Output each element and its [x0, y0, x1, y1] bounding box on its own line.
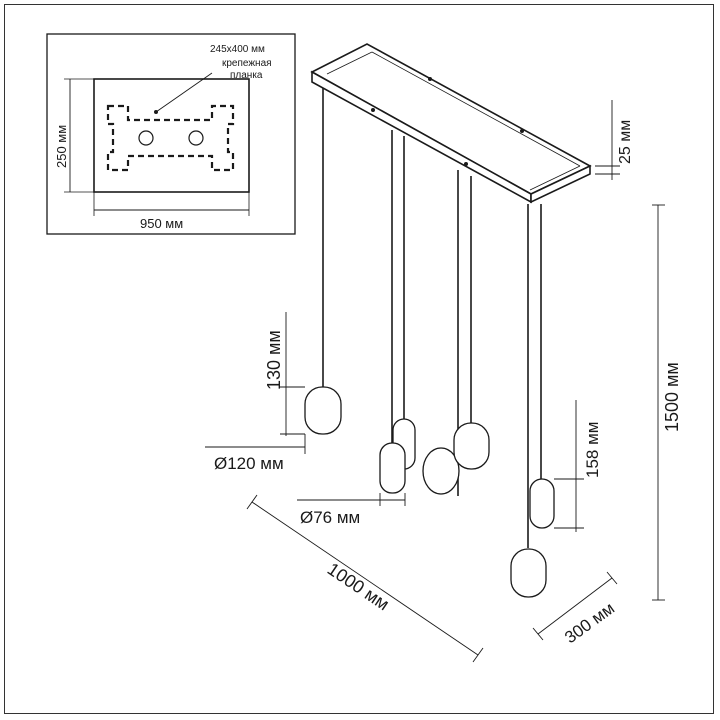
canopy-screw	[464, 162, 468, 166]
depth-label: 300 мм	[561, 599, 618, 648]
large-shade-diameter-label: Ø120 мм	[214, 454, 284, 473]
large-shade-height-dimension	[280, 312, 305, 436]
small-shade-diameter-dimension	[297, 493, 406, 506]
bracket-size-label: 245х400 мм	[210, 44, 265, 55]
canopy-height-dimension	[595, 100, 620, 180]
canopy-height-label: 25 мм	[617, 120, 634, 164]
mounting-bracket-outline	[106, 104, 235, 172]
mounting-hole-left	[138, 130, 154, 146]
shades	[304, 386, 555, 598]
large-shade	[304, 386, 342, 435]
small-shade-diameter-label: Ø76 мм	[300, 508, 360, 527]
drawing-frame	[4, 4, 714, 714]
canopy-inner-edge-right	[529, 165, 581, 191]
large-shade-diameter-dimension	[205, 434, 306, 454]
depth-dimension	[532, 571, 618, 641]
bracket-leader-dot	[154, 110, 158, 114]
mounting-hole-right	[188, 130, 204, 146]
inset-border	[46, 33, 296, 235]
inset-height-label: 250 мм	[54, 125, 69, 168]
canopy-screw	[371, 108, 375, 112]
canopy-screw	[520, 129, 524, 133]
small-shade-height-label: 158 мм	[583, 422, 602, 478]
canopy-top-face	[310, 43, 592, 195]
bracket-note-line1: крепежная	[222, 58, 272, 69]
canopy-inner-edge-left	[326, 51, 373, 75]
large-shade	[422, 447, 460, 495]
length-label: 1000 мм	[324, 559, 393, 615]
small-shade-height-dimension	[554, 400, 584, 532]
mounting-inset: 245х400 мм крепежная планка 250 мм 950 м…	[46, 33, 296, 235]
canopy-side-face	[530, 164, 591, 204]
large-shade	[510, 548, 547, 598]
small-shade	[379, 442, 406, 494]
canopy-plate-top-view	[93, 78, 250, 193]
inset-width-label: 950 мм	[140, 216, 183, 231]
total-height-label: 1500 мм	[662, 362, 682, 432]
length-dimension	[246, 494, 484, 663]
bracket-note-line2: планка	[230, 70, 263, 81]
large-shade-height-label: 130 мм	[264, 330, 284, 390]
bracket-leader	[155, 72, 213, 113]
canopy-screw	[428, 77, 432, 81]
canopy	[310, 43, 592, 204]
large-shade	[453, 422, 490, 470]
total-height-dimension	[652, 204, 665, 601]
canopy-inner-edge-back	[371, 51, 581, 167]
small-shade	[529, 478, 555, 529]
